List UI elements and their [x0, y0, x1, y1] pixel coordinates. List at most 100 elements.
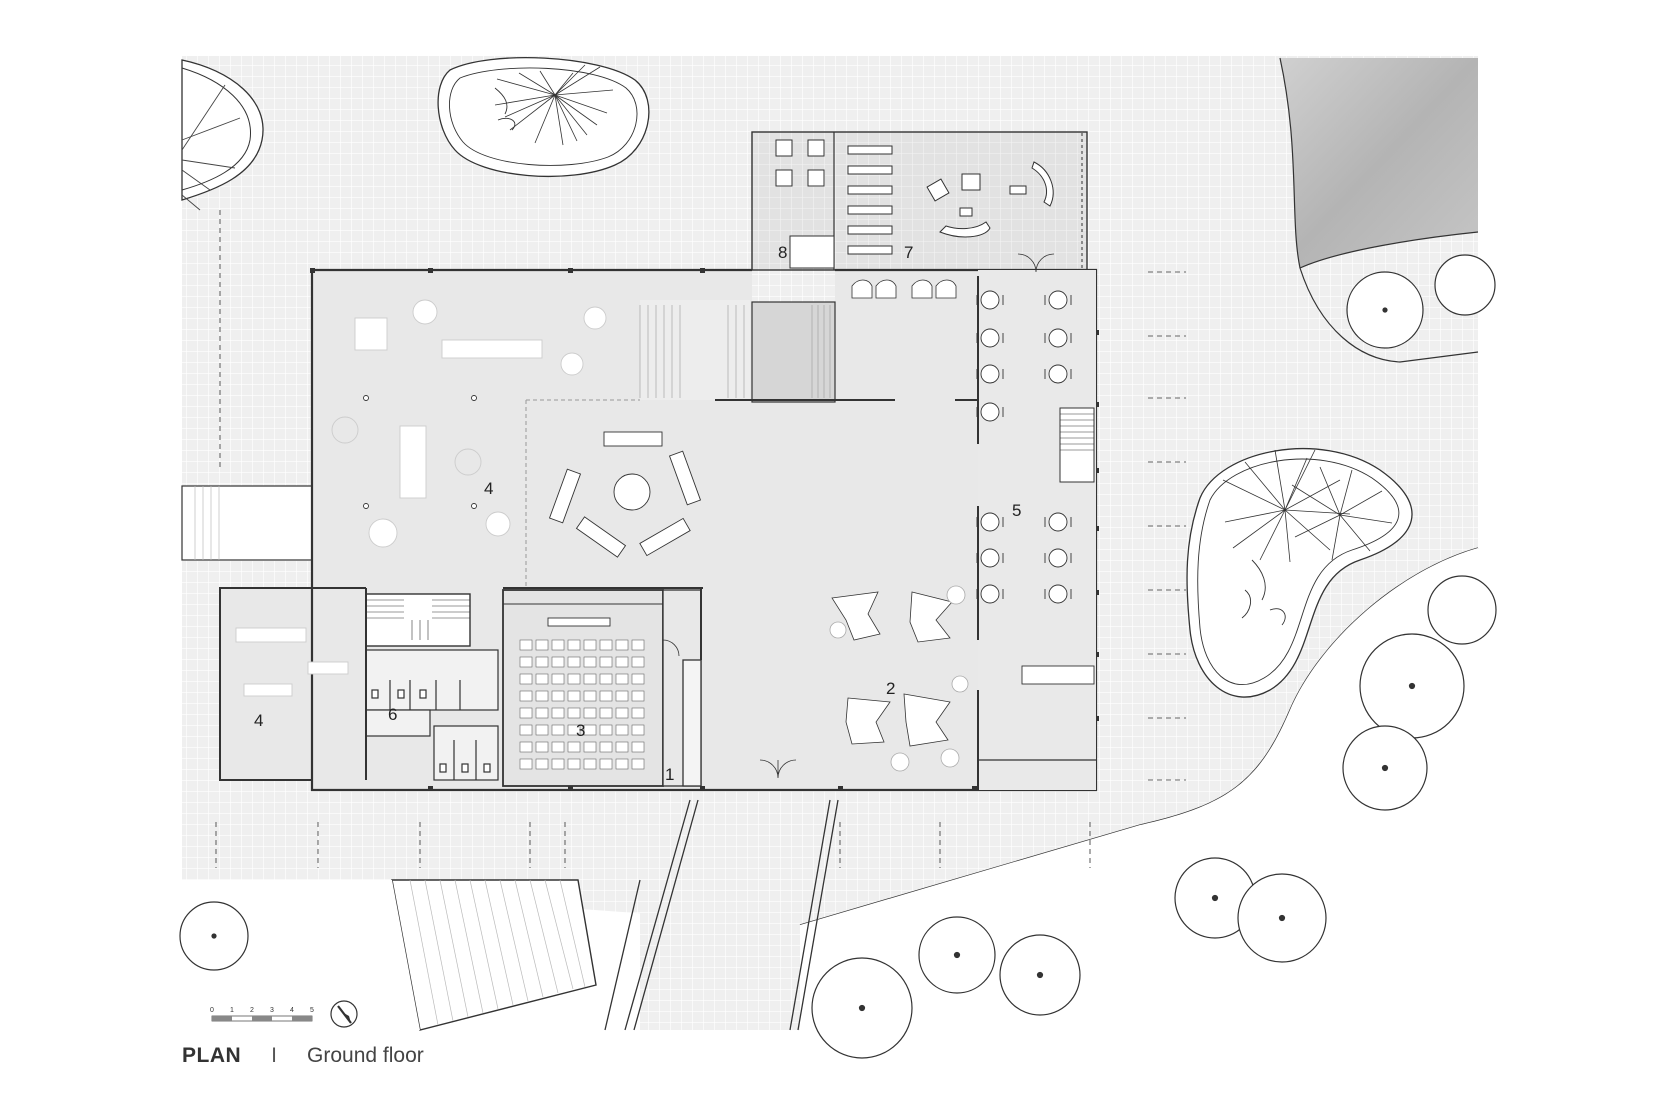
auditorium-seat — [615, 639, 629, 651]
reading-chair — [1044, 512, 1072, 532]
caption-title: PLAN — [182, 1044, 242, 1067]
auditorium-seat — [583, 724, 597, 736]
terrace — [751, 131, 1088, 271]
cafe-furniture — [829, 279, 969, 772]
auditorium-seat — [583, 673, 597, 685]
tree — [811, 957, 913, 1059]
auditorium-seat — [599, 758, 613, 770]
reading-chair — [976, 364, 1004, 384]
reading-chair — [976, 584, 1004, 604]
auditorium-seat — [631, 639, 645, 651]
north-arrow-icon — [330, 1000, 358, 1028]
auditorium-seat — [631, 656, 645, 668]
auditorium-seat — [599, 707, 613, 719]
auditorium-seat — [599, 690, 613, 702]
west-bridge — [181, 485, 313, 561]
auditorium-seat — [551, 656, 565, 668]
auditorium-seat — [519, 639, 533, 651]
entrance-path — [604, 799, 839, 1031]
room-label-3: 3 — [576, 721, 585, 740]
room-label-4-side: 4 — [254, 711, 263, 730]
tree — [999, 934, 1081, 1016]
reading-chair — [1044, 584, 1072, 604]
auditorium-seat — [599, 724, 613, 736]
auditorium-seat — [535, 639, 549, 651]
reading-chair — [976, 328, 1004, 348]
auditorium-seat — [583, 758, 597, 770]
reading-chair — [1044, 290, 1072, 310]
auditorium-seat — [519, 690, 533, 702]
auditorium-seat — [551, 639, 565, 651]
auditorium-seat — [631, 673, 645, 685]
reading-room — [955, 253, 1096, 790]
reading-chair — [976, 402, 1004, 422]
scale-tick: 2 — [250, 1007, 254, 1014]
tree — [1434, 254, 1496, 316]
room-label-2: 2 — [886, 679, 895, 698]
auditorium-seat — [551, 724, 565, 736]
scale-tick: 0 — [210, 1007, 214, 1014]
auditorium-seat — [567, 741, 581, 753]
auditorium-seat — [615, 758, 629, 770]
reading-chair — [1044, 364, 1072, 384]
scale-bar: 0 1 2 3 4 5 — [210, 1007, 314, 1022]
auditorium-seat — [567, 707, 581, 719]
auditorium-seat — [583, 707, 597, 719]
interior-walls — [312, 587, 703, 780]
auditorium-seat — [535, 690, 549, 702]
auditorium-seat — [631, 690, 645, 702]
reading-chair — [1044, 328, 1072, 348]
reading-chair — [1044, 548, 1072, 568]
auditorium-seat — [599, 639, 613, 651]
auditorium-seat — [615, 673, 629, 685]
auditorium-seat — [583, 690, 597, 702]
toilets-block — [365, 649, 499, 781]
reading-chair — [976, 290, 1004, 310]
auditorium-seat — [631, 707, 645, 719]
auditorium-seat — [583, 639, 597, 651]
trees — [179, 254, 1497, 1059]
central-stairs — [639, 300, 895, 403]
auditorium-seat — [631, 741, 645, 753]
planter-top-left — [181, 59, 264, 211]
auditorium-seat — [599, 656, 613, 668]
auditorium-seat — [551, 690, 565, 702]
auditorium-seat — [535, 707, 549, 719]
room-label-1: 1 — [665, 765, 674, 784]
auditorium-seat — [567, 656, 581, 668]
tree — [1346, 271, 1424, 349]
auditorium-seat — [519, 724, 533, 736]
scale-tick: 4 — [290, 1007, 294, 1014]
tree — [918, 916, 996, 994]
reading-chair — [976, 548, 1004, 568]
auditorium-seat — [519, 707, 533, 719]
room-label-6: 6 — [388, 705, 397, 724]
auditorium-seat — [615, 656, 629, 668]
auditorium-seat — [567, 673, 581, 685]
planter-right — [1186, 447, 1413, 698]
tree — [1427, 575, 1497, 645]
auditorium-seat — [599, 673, 613, 685]
caption-separator: I — [271, 1044, 278, 1067]
water-area — [1280, 58, 1478, 268]
auditorium — [502, 589, 664, 787]
entrance-vestibule — [662, 589, 797, 787]
auditorium-seat — [567, 690, 581, 702]
scale-tick: 3 — [270, 1007, 274, 1014]
auditorium-seat — [535, 741, 549, 753]
scale-tick: 5 — [310, 1007, 314, 1014]
bottom-steps — [182, 879, 597, 1031]
auditorium-seat — [551, 758, 565, 770]
dashed-markers — [215, 210, 1186, 868]
auditorium-seat — [583, 656, 597, 668]
auditorium-seat — [599, 741, 613, 753]
stair-core — [365, 593, 471, 647]
auditorium-seat — [567, 724, 581, 736]
lawn-edge-right-2 — [1299, 231, 1479, 269]
auditorium-seat — [615, 724, 629, 736]
tree — [179, 901, 249, 971]
room-label-7: 7 — [904, 243, 913, 262]
auditorium-seat — [535, 673, 549, 685]
